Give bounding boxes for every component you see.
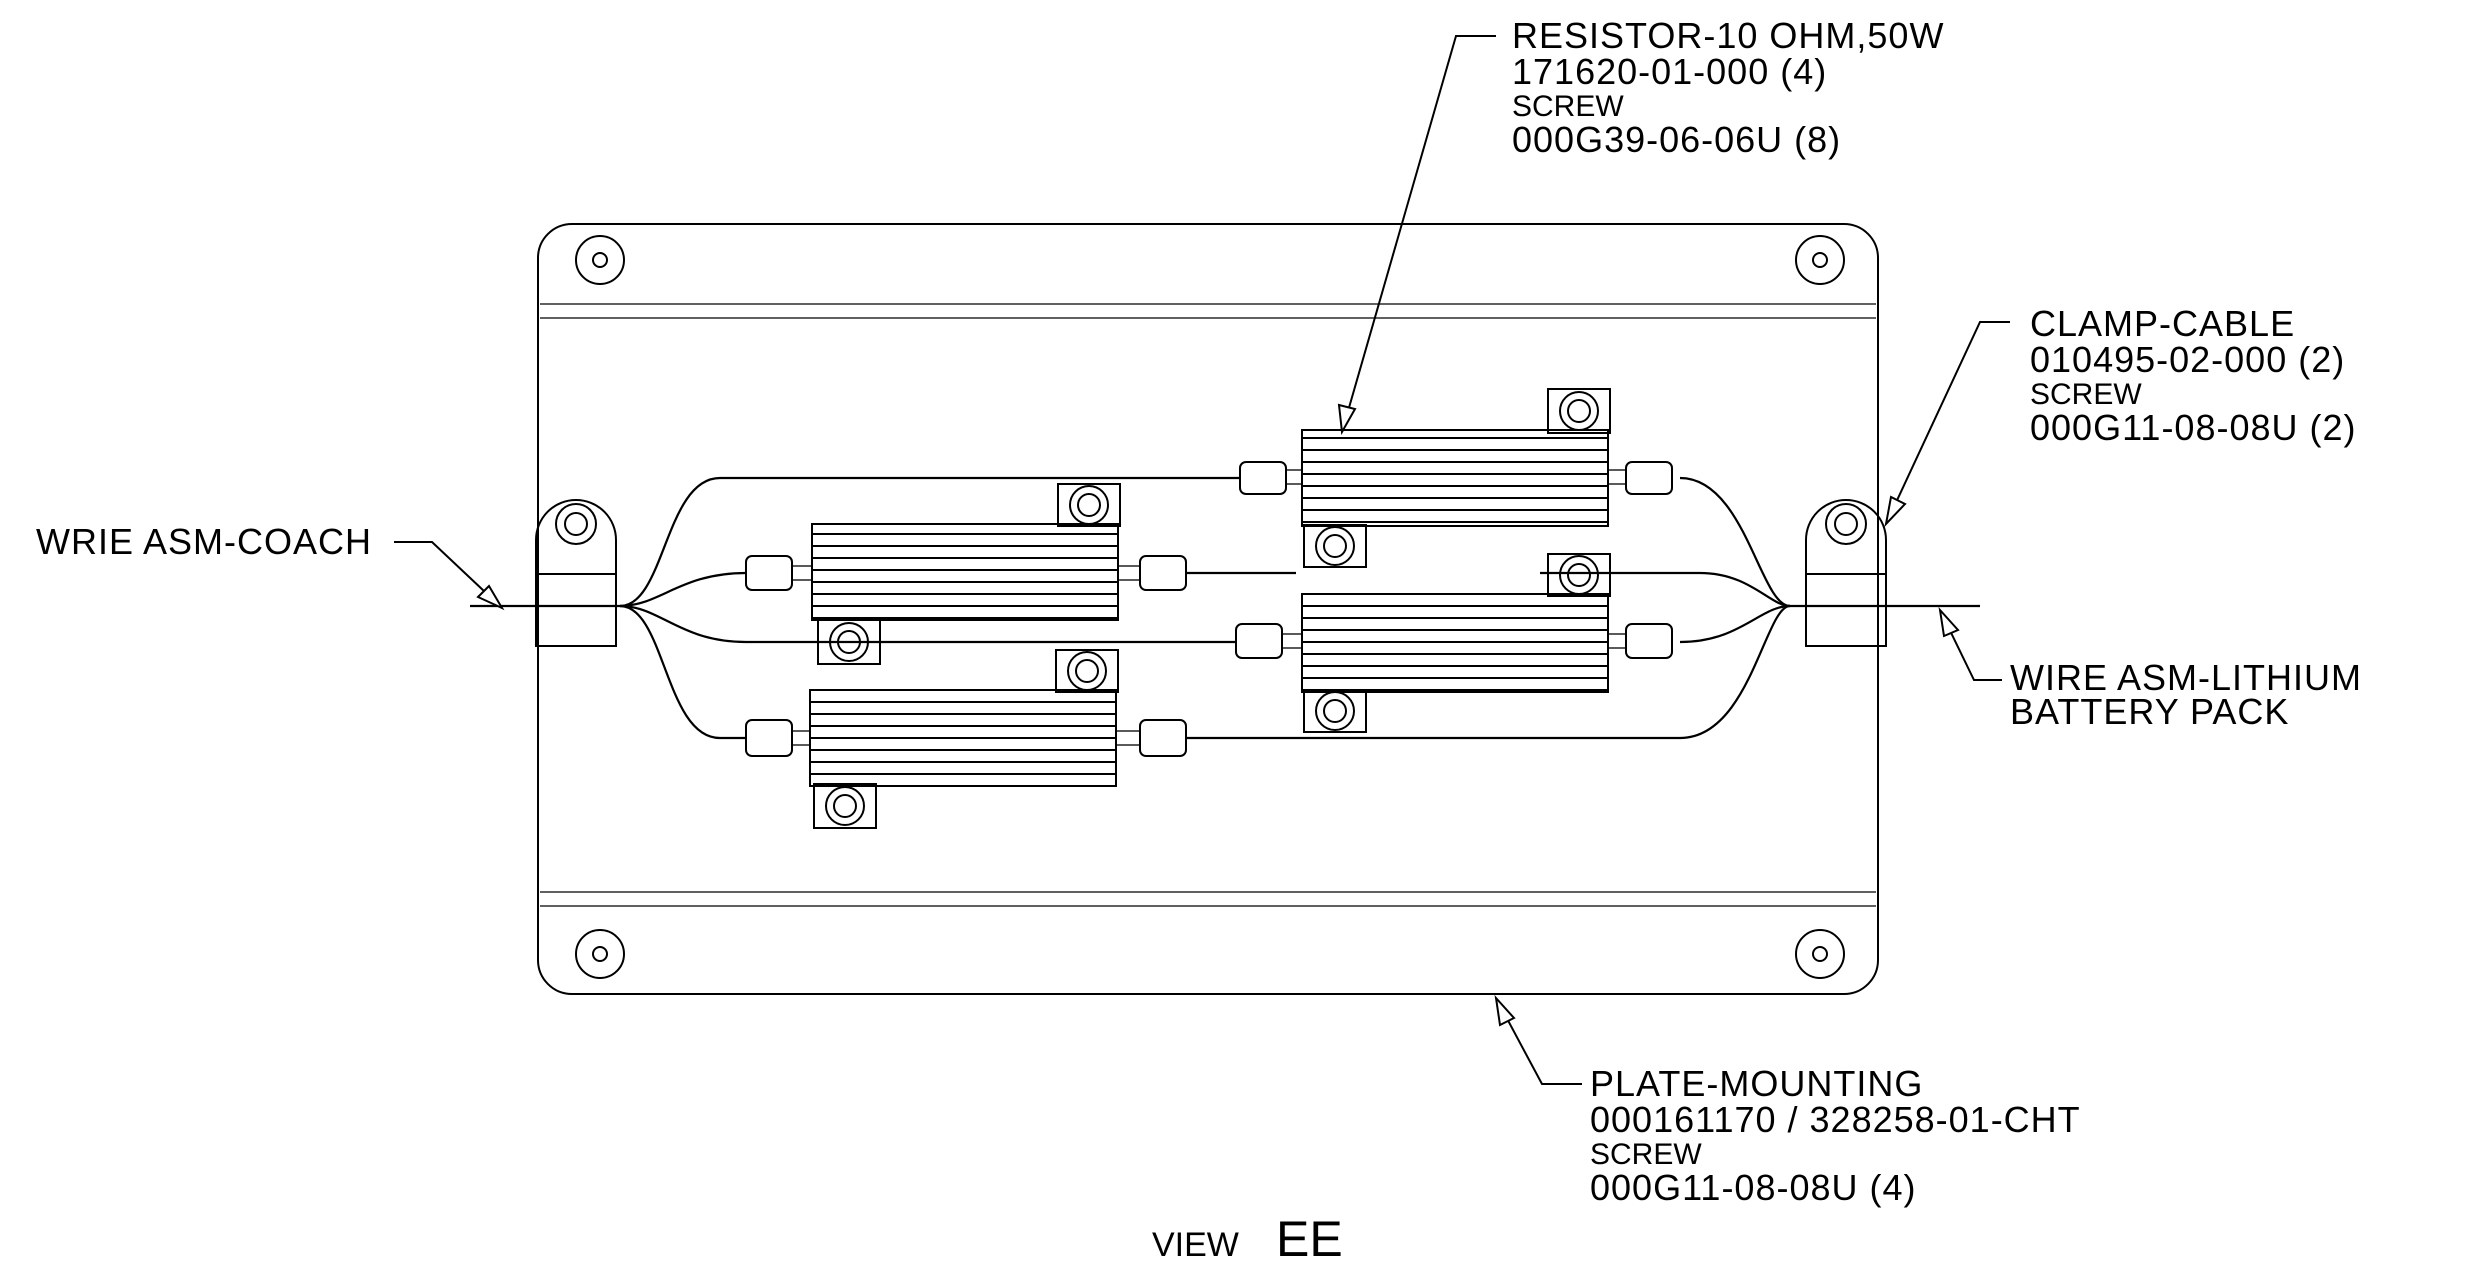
callout-clamp-part: 010495-02-000 (2) <box>2030 339 2345 380</box>
plate-hole-bottom-right <box>1795 929 1845 979</box>
callout-resistor-title: RESISTOR-10 OHM,50W <box>1512 15 1944 56</box>
plate-hole-top-right <box>1795 235 1845 285</box>
resistor-right-lower <box>1281 553 1627 733</box>
callout-plate-part: 000161170 / 328258-01-CHT <box>1590 1099 2081 1140</box>
callout-wire-coach: WRIE ASM-COACH <box>36 521 372 562</box>
callout-resistor-screw-part: 000G39-06-06U (8) <box>1512 119 1841 160</box>
plate-corner-holes <box>575 235 1845 979</box>
leader-resistor <box>1337 35 1496 436</box>
view-label: VIEW EE <box>1152 1211 1343 1265</box>
mounting-plate <box>537 223 1879 995</box>
plate-hole-top-left <box>575 235 625 285</box>
wire-harness <box>470 476 1980 740</box>
callout-wire-lithium: WIRE ASM-LITHIUM BATTERY PACK <box>2010 657 2362 732</box>
callout-plate-title: PLATE-MOUNTING <box>1590 1063 1923 1104</box>
callout-plate: PLATE-MOUNTING 000161170 / 328258-01-CHT… <box>1590 1063 2081 1208</box>
callout-resistor-part: 171620-01-000 (4) <box>1512 51 1827 92</box>
callout-plate-screw-label: SCREW <box>1590 1138 1702 1171</box>
callout-resistor-screw-label: SCREW <box>1512 90 1624 123</box>
resistor-top-right <box>1285 388 1627 568</box>
cable-clamp-right <box>1805 499 1887 647</box>
callout-plate-screw-part: 000G11-08-08U (4) <box>1590 1167 1917 1208</box>
leader-plate <box>1494 994 1582 1085</box>
callout-wire-coach-title: WRIE ASM-COACH <box>36 521 372 562</box>
leader-wire-coach <box>394 541 505 611</box>
resistor-left-upper <box>791 483 1141 665</box>
callout-clamp-screw-label: SCREW <box>2030 378 2142 411</box>
view-label-prefix: VIEW <box>1152 1226 1239 1264</box>
callout-clamp-screw-part: 000G11-08-08U (2) <box>2030 407 2357 448</box>
plate-hole-bottom-left <box>575 929 625 979</box>
resistor-left-lower <box>791 649 1141 829</box>
callout-wire-lithium-title: WIRE ASM-LITHIUM <box>2010 657 2362 698</box>
leader-wire-lithium <box>1938 606 2002 681</box>
callout-clamp: CLAMP-CABLE 010495-02-000 (2) SCREW 000G… <box>2030 303 2357 448</box>
callout-resistor: RESISTOR-10 OHM,50W 171620-01-000 (4) SC… <box>1512 15 1944 160</box>
view-label-letter: EE <box>1276 1211 1343 1265</box>
callout-clamp-title: CLAMP-CABLE <box>2030 303 2295 344</box>
cable-clamp-left <box>535 499 617 647</box>
leader-clamp <box>1884 321 2010 528</box>
callout-wire-lithium-subtitle: BATTERY PACK <box>2010 691 2289 732</box>
